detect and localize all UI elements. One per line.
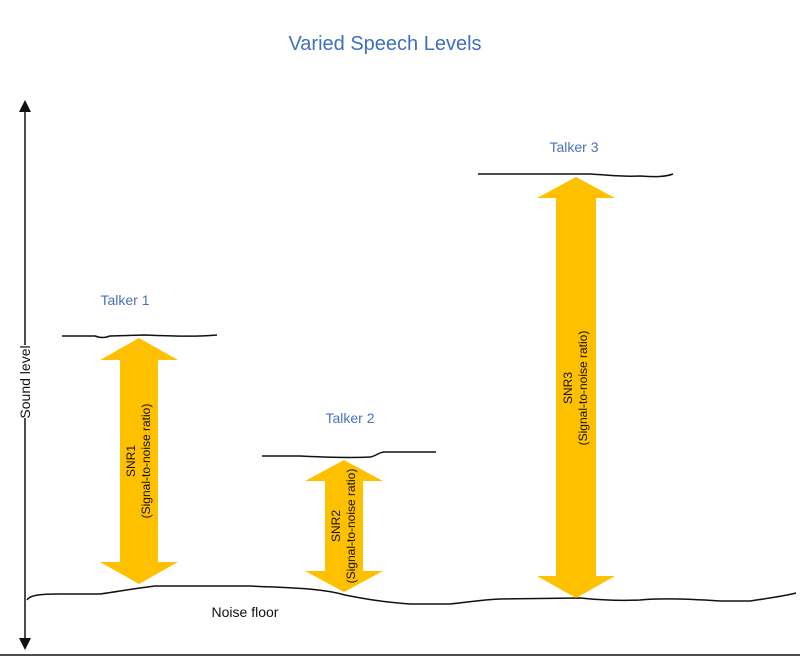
snr1-description: (Signal-to-noise ratio): [139, 404, 153, 519]
talker-2-level-line: [262, 451, 436, 459]
noise-floor-line: [26, 585, 797, 605]
snr3-double-arrow: [537, 177, 615, 598]
talker-3-level-line: [478, 173, 674, 178]
talker-1-label: Talker 1: [100, 292, 149, 308]
snr3-label: SNR3: [561, 372, 575, 404]
snr1-label: SNR1: [124, 445, 138, 477]
snr3-description: (Signal-to-noise ratio): [576, 331, 590, 446]
snr2-double-arrow: [305, 460, 383, 592]
talker-1-level-line: [62, 334, 218, 339]
snr1-double-arrow: [100, 338, 178, 584]
talker-3-label: Talker 3: [549, 139, 598, 155]
y-axis-label: Sound level: [17, 345, 33, 418]
diagram-title: Varied Speech Levels: [288, 33, 481, 55]
noise-floor-label: Noise floor: [212, 604, 279, 620]
snr2-label: SNR2: [329, 510, 343, 542]
snr2-description: (Signal-to-noise ratio): [344, 469, 358, 584]
talker-2-label: Talker 2: [325, 410, 374, 426]
